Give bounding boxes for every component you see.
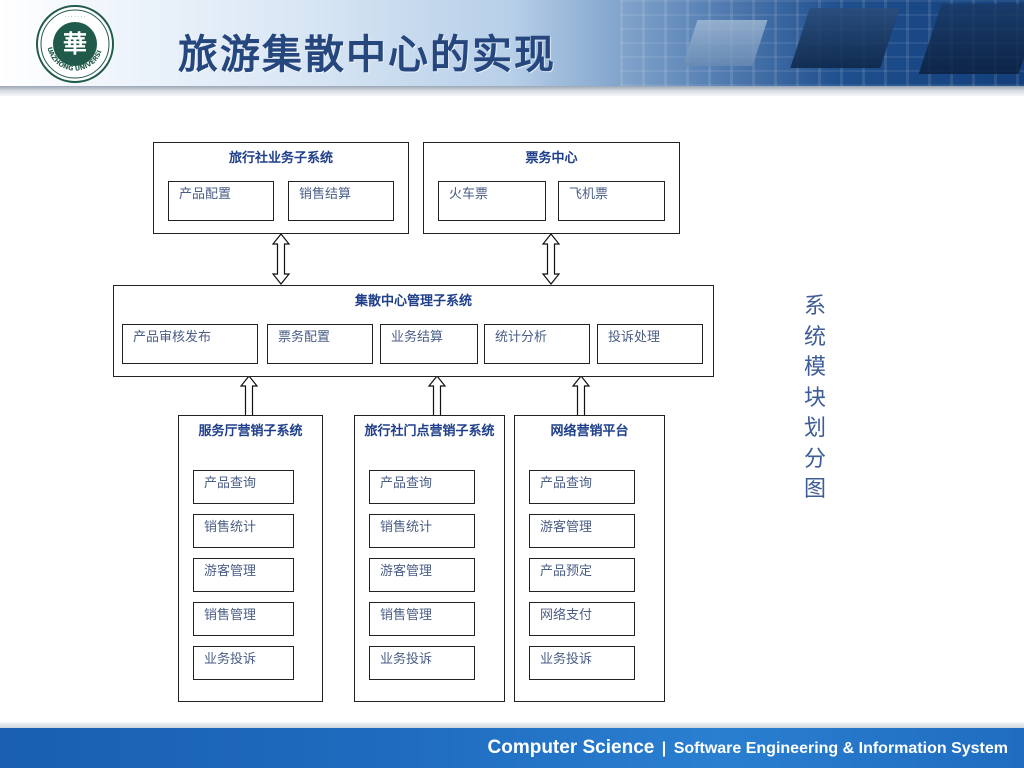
footer-secondary: Software Engineering & Information Syste… <box>673 740 1008 757</box>
chip-decoration <box>682 20 768 66</box>
group-title: 服务厅营销子系统 <box>198 423 303 438</box>
side-label-char: 统 <box>803 324 826 350</box>
group-title: 票务中心 <box>525 150 578 165</box>
module-box: 销售结算 <box>288 181 394 221</box>
side-label-char: 模 <box>803 355 826 380</box>
arrow-ticket-to-hub <box>542 233 560 285</box>
module-box: 产品预定 <box>529 558 635 592</box>
module-box: 游客管理 <box>193 558 294 592</box>
header-banner <box>0 0 1024 86</box>
group-title: 网络营销平台 <box>550 423 629 438</box>
module-box: 统计分析 <box>484 324 590 364</box>
module-box: 业务结算 <box>380 324 478 364</box>
module-box: 产品配置 <box>168 181 274 221</box>
arrow-agency-to-hub <box>272 233 290 285</box>
module-box: 投诉处理 <box>597 324 703 364</box>
side-label-char: 分 <box>803 446 826 472</box>
side-label: 系统模块划分图 <box>800 292 830 506</box>
side-label-char: 图 <box>803 477 826 502</box>
module-box: 火车票 <box>438 181 546 221</box>
module-box: 销售统计 <box>369 514 475 548</box>
side-label-char: 系 <box>803 294 826 319</box>
module-box: 业务投诉 <box>369 646 475 680</box>
footer-primary: Computer Science <box>487 737 655 758</box>
page-title: 旅游集散中心的实现 <box>178 32 556 78</box>
hub-management-subsystem: 集散中心管理子系统 产品审核发布 票务配置 业务结算 统计分析 投诉处理 <box>113 285 714 377</box>
footer-banner: Computer Science | Software Engineering … <box>0 728 1024 768</box>
module-box: 销售管理 <box>193 602 294 636</box>
module-box: 游客管理 <box>369 558 475 592</box>
module-box: 网络支付 <box>529 602 635 636</box>
module-box: 产品审核发布 <box>122 324 258 364</box>
module-box: 销售管理 <box>369 602 475 636</box>
ticket-center-subsystem: 票务中心 火车票 飞机票 <box>423 142 680 234</box>
online-marketing-platform: 网络营销平台 产品查询 游客管理 产品预定 网络支付 业务投诉 <box>514 415 665 702</box>
agency-store-subsystem: 旅行社门点营销子系统 产品查询 销售统计 游客管理 销售管理 业务投诉 <box>354 415 505 702</box>
module-box: 产品查询 <box>529 470 635 504</box>
group-title: 旅行社门点营销子系统 <box>364 423 495 438</box>
side-label-char: 划 <box>803 416 826 441</box>
module-box: 产品查询 <box>369 470 475 504</box>
module-box: 产品查询 <box>193 470 294 504</box>
footer-text: Computer Science | Software Engineering … <box>488 737 1009 759</box>
module-box: 飞机票 <box>558 181 665 221</box>
header-divider <box>0 86 1024 96</box>
travel-agency-subsystem: 旅行社业务子系统 产品配置 销售结算 <box>153 142 409 234</box>
university-logo: 華 HUAZHONG UNIVERSITY · · · · · · · <box>36 5 114 83</box>
module-box: 票务配置 <box>267 324 373 364</box>
module-box: 业务投诉 <box>193 646 294 680</box>
footer-divider <box>0 722 1024 728</box>
logo-center-char: 華 <box>63 29 87 58</box>
side-label-char: 块 <box>803 385 826 411</box>
module-box: 游客管理 <box>529 514 635 548</box>
module-box: 业务投诉 <box>529 646 635 680</box>
module-box: 销售统计 <box>193 514 294 548</box>
service-hall-subsystem: 服务厅营销子系统 产品查询 销售统计 游客管理 销售管理 业务投诉 <box>178 415 323 702</box>
group-title: 旅行社业务子系统 <box>228 150 333 165</box>
svg-text:· · · · · · ·: · · · · · · · <box>65 14 86 20</box>
footer-separator: | <box>661 740 667 757</box>
group-title: 集散中心管理子系统 <box>354 293 472 308</box>
